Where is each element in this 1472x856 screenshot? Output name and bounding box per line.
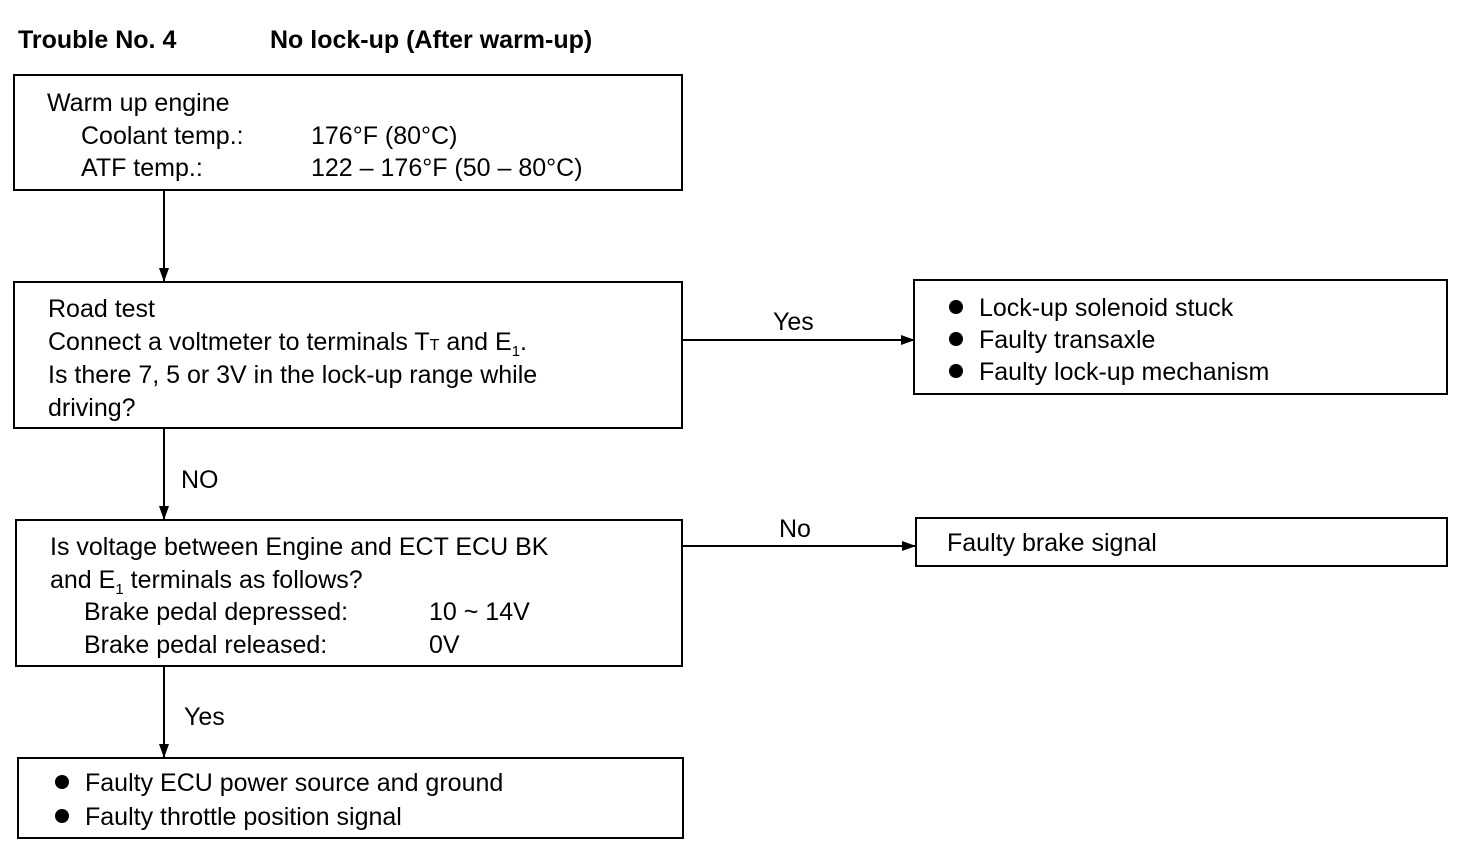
coolant-label: Coolant temp.:	[81, 122, 244, 150]
brake-question: Is voltage between Engine and ECT ECU BK	[50, 533, 549, 561]
warmup-box: Warm up engine Coolant temp.: 176°F (80°…	[13, 74, 683, 191]
terminal-t-sub: T	[429, 337, 440, 354]
final-result-item: Faulty ECU power source and ground	[55, 768, 503, 798]
depressed-value: 10 ~ 14V	[429, 598, 530, 626]
depressed-label: Brake pedal depressed:	[84, 598, 349, 626]
atf-value: 122 – 176°F (50 – 80°C)	[311, 154, 583, 182]
trouble-number: Trouble No. 4	[18, 26, 177, 54]
yes-result-item-text: Lock-up solenoid stuck	[979, 294, 1234, 322]
no-result-box: Faulty brake signal	[915, 517, 1448, 567]
bullet-icon	[949, 300, 963, 314]
bullet-icon	[55, 809, 69, 823]
label-yes-down: Yes	[184, 703, 225, 731]
label-no-down: NO	[181, 466, 219, 494]
yes-result-item-text: Faulty lock-up mechanism	[979, 358, 1270, 386]
final-result-item-text: Faulty throttle position signal	[85, 803, 402, 831]
yes-result-item: Faulty transaxle	[949, 325, 1155, 355]
trouble-title: No lock-up (After warm-up)	[270, 26, 593, 54]
terminal-e-sub: 1	[511, 343, 521, 360]
final-result-item: Faulty throttle position signal	[55, 802, 402, 832]
roadtest-connect-prefix: Connect a voltmeter to terminals T	[48, 328, 430, 356]
roadtest-title: Road test	[48, 295, 156, 323]
no-result-text: Faulty brake signal	[947, 529, 1157, 557]
yes-result-box: Lock-up solenoid stuck Faulty transaxle …	[913, 279, 1448, 395]
roadtest-connect-mid: and E	[439, 328, 512, 356]
brake-terminals-prefix: and E	[50, 566, 116, 594]
label-yes-right: Yes	[773, 308, 814, 336]
released-value: 0V	[429, 631, 460, 659]
final-result-item-text: Faulty ECU power source and ground	[85, 769, 504, 797]
brake-check-box: Is voltage between Engine and ECT ECU BK…	[15, 519, 683, 667]
brake-terminals: and E1 terminals as follows?	[50, 565, 363, 605]
yes-result-item-text: Faulty transaxle	[979, 326, 1156, 354]
roadtest-box: Road test Connect a voltmeter to termina…	[13, 281, 683, 429]
released-label: Brake pedal released:	[84, 631, 328, 659]
roadtest-connect: Connect a voltmeter to terminals TT and …	[48, 327, 527, 367]
yes-result-item: Lock-up solenoid stuck	[949, 293, 1233, 323]
warmup-title: Warm up engine	[47, 89, 230, 117]
coolant-value: 176°F (80°C)	[311, 122, 458, 150]
roadtest-connect-end: .	[520, 328, 527, 356]
bullet-icon	[949, 332, 963, 346]
label-no-right: No	[779, 515, 811, 543]
final-result-box: Faulty ECU power source and ground Fault…	[17, 757, 684, 839]
bullet-icon	[55, 775, 69, 789]
roadtest-question-end: driving?	[48, 394, 136, 422]
bullet-icon	[949, 364, 963, 378]
roadtest-question: Is there 7, 5 or 3V in the lock-up range…	[48, 361, 538, 389]
brake-terminals-end: terminals as follows?	[123, 566, 363, 594]
brake-terminal-e-sub: 1	[115, 581, 124, 598]
atf-label: ATF temp.:	[81, 154, 203, 182]
yes-result-item: Faulty lock-up mechanism	[949, 357, 1269, 387]
